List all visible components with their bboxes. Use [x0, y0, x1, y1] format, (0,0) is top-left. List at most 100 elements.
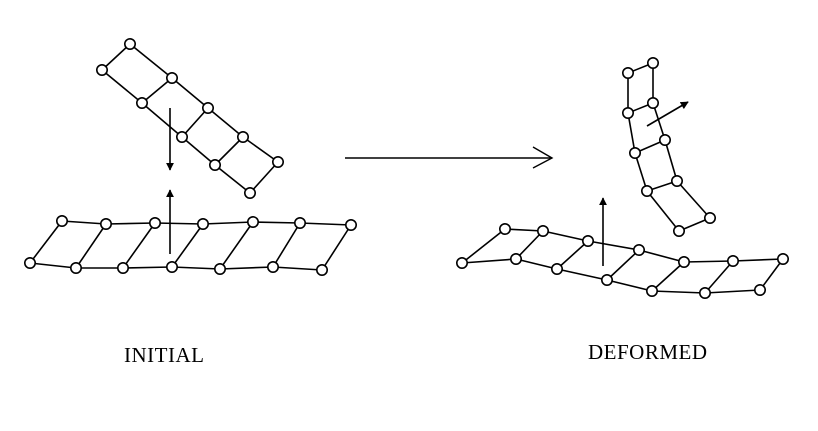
initial-surface-node: [55, 215, 68, 228]
deformed-surface-edge: [542, 230, 589, 242]
deformed-surface-edge: [732, 258, 784, 262]
initial-surface-node: [197, 218, 210, 231]
initial-surface-node: [315, 263, 328, 276]
initial-surface-rung: [321, 224, 352, 271]
deformed-molecule-node: [670, 175, 683, 188]
initial-surface-rung: [171, 223, 204, 268]
initial-molecule-node: [237, 131, 250, 144]
initial-label: INITIAL: [124, 343, 205, 367]
initial-molecule-edge: [101, 69, 143, 104]
initial-surface-node: [23, 256, 36, 269]
initial-surface-edge: [219, 266, 274, 270]
initial-molecule-node: [202, 102, 215, 115]
deformed-surface-node: [677, 255, 690, 268]
initial-surface-rung: [219, 221, 254, 270]
initial-surface-node: [149, 217, 162, 230]
initial-surface-rung: [122, 222, 156, 269]
initial-surface-node: [117, 261, 130, 274]
initial-surface-edge: [29, 262, 77, 269]
initial-surface-edge: [122, 266, 173, 269]
initial-molecule-node: [176, 131, 189, 144]
deformed-molecule-node: [621, 67, 634, 80]
deformed-surface-rung: [556, 240, 589, 270]
deformed-surface-edge: [638, 249, 685, 263]
initial-molecule-edge: [181, 136, 216, 166]
initial-surface-edge: [299, 222, 352, 226]
initial-molecule-rung: [249, 161, 279, 194]
deformed-surface-edge: [704, 289, 761, 294]
deformed-surface-rung: [515, 230, 544, 260]
deformed-molecule-edge: [676, 180, 711, 219]
deformed-molecule-node: [646, 97, 659, 110]
initial-molecule-edge: [242, 136, 279, 163]
initial-surface-edge: [171, 266, 221, 270]
initial-surface-rung: [29, 220, 63, 264]
initial-molecule-node: [96, 64, 109, 77]
initial-molecule-node: [166, 72, 179, 85]
initial-molecule-edge: [207, 107, 244, 138]
deformed-surface-node: [536, 225, 549, 238]
initial-surface-node: [100, 218, 113, 231]
deformed-surface-edge: [587, 240, 640, 251]
deformed-molecule-node: [640, 185, 653, 198]
deformed-surface-node: [509, 253, 522, 266]
initial-surface-edge: [61, 220, 107, 225]
deformed-molecule-node: [646, 56, 659, 69]
initial-molecule-edge: [171, 77, 209, 109]
initial-surface-node: [70, 261, 83, 274]
deformed-surface-node: [632, 244, 645, 257]
deformed-surface-node: [726, 255, 739, 268]
initial-surface-edge: [272, 266, 323, 271]
initial-surface-edge: [252, 221, 301, 224]
deformed-molecule-edge: [646, 190, 680, 232]
deformed-molecule-node: [621, 107, 634, 120]
deformed-molecule-node: [672, 225, 685, 238]
deformed-molecule-node: [658, 134, 671, 147]
initial-surface-edge: [154, 222, 204, 225]
deformed-molecule-node: [703, 212, 716, 225]
deformed-surface-node: [776, 253, 789, 266]
initial-surface-edge: [105, 222, 156, 225]
deformed-surface-edge: [556, 268, 608, 281]
initial-surface-edge: [202, 221, 254, 225]
deformed-surface-node: [600, 273, 613, 286]
initial-molecule-rung: [181, 107, 209, 138]
initial-molecule-rung: [101, 43, 131, 71]
deformed-surface-node: [753, 283, 766, 296]
initial-molecule-edge: [141, 102, 183, 138]
deformed-surface-edge: [504, 228, 544, 232]
deformed-molecule-edge: [634, 152, 648, 192]
deformed-surface-node: [581, 235, 594, 248]
deformed-surface-rung: [704, 260, 734, 294]
initial-surface-node: [344, 219, 357, 232]
deformed-molecule-edge: [627, 112, 636, 154]
deformed-surface-edge: [515, 258, 558, 270]
deformed-surface-edge: [683, 260, 734, 263]
initial-molecule-node: [209, 159, 222, 172]
initial-surface-node: [293, 217, 306, 230]
deformed-surface-node: [498, 223, 511, 236]
initial-surface-rung: [75, 223, 107, 269]
initial-molecule-node: [124, 37, 137, 50]
deformed-molecule-edge: [664, 139, 678, 182]
initial-molecule-rung: [214, 136, 244, 166]
deformed-surface-node: [455, 256, 468, 269]
initial-surface-node: [214, 262, 227, 275]
initial-molecule-edge: [129, 43, 173, 79]
deformed-surface-node: [698, 286, 711, 299]
deformed-molecule-edge: [652, 102, 666, 141]
deformed-surface-node: [645, 284, 658, 297]
initial-molecule-node: [271, 156, 284, 169]
transition-arrowhead: [532, 146, 554, 169]
force-arrow-diagonal: [646, 101, 689, 127]
initial-surface-node: [247, 216, 260, 229]
deformed-molecule-node: [628, 147, 641, 160]
initial-surface-node: [166, 260, 179, 273]
initial-surface-node: [266, 260, 279, 273]
initial-molecule-node: [136, 97, 149, 110]
deformed-surface-rung: [651, 261, 685, 292]
deformed-surface-edge: [651, 290, 706, 294]
deformed-surface-node: [550, 262, 563, 275]
